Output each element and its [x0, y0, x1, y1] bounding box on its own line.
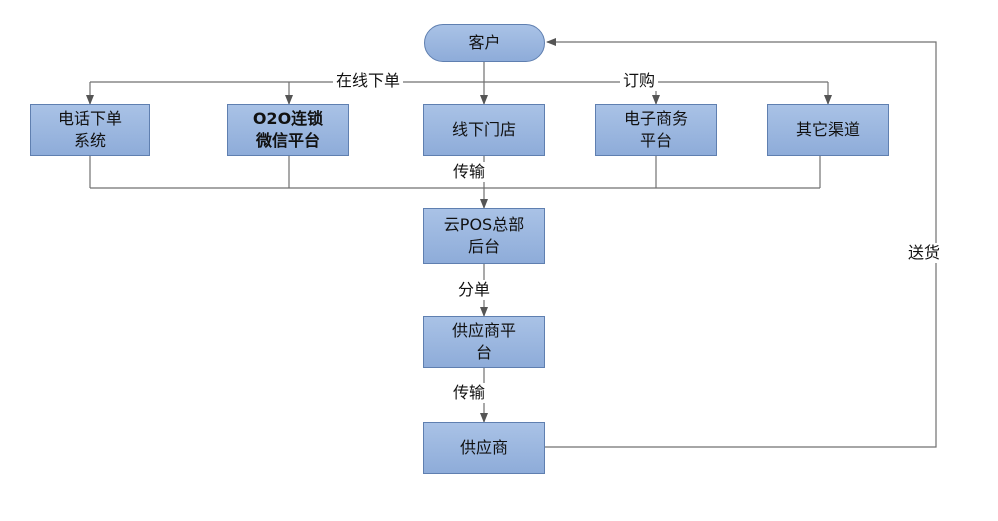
edge-label-subscribe: 订购 — [620, 71, 659, 91]
edge-label-deliver: 送货 — [905, 243, 944, 263]
edge-label-split-order: 分单 — [455, 280, 494, 300]
other-channel-node: 其它渠道 — [767, 104, 889, 156]
cloud-pos-label: 云POS总部 后台 — [443, 215, 525, 256]
edge-label-transmit-2: 传输 — [450, 383, 489, 403]
delivery-line — [545, 38, 937, 448]
supplier-node: 供应商 — [423, 422, 545, 474]
o2o-label: O2O连锁 微信平台 — [252, 109, 324, 150]
ecommerce-label: 电子商务 平台 — [623, 109, 688, 150]
supplier-platform-node: 供应商平 台 — [423, 316, 545, 368]
other-channel-label: 其它渠道 — [795, 120, 860, 139]
cloud-pos-node: 云POS总部 后台 — [423, 208, 545, 264]
edge-label-online-order: 在线下单 — [333, 71, 404, 91]
offline-store-node: 线下门店 — [423, 104, 545, 156]
phone-order-label: 电话下单 系统 — [57, 109, 122, 150]
offline-store-label: 线下门店 — [451, 120, 516, 139]
supplier-label: 供应商 — [459, 438, 508, 457]
o2o-node: O2O连锁 微信平台 — [227, 104, 349, 156]
phone-order-node: 电话下单 系统 — [30, 104, 150, 156]
ecommerce-node: 电子商务 平台 — [595, 104, 717, 156]
customer-label: 客户 — [468, 33, 501, 52]
edge-label-transmit-1: 传输 — [450, 162, 489, 182]
supplier-platform-label: 供应商平 台 — [451, 321, 516, 362]
customer-node: 客户 — [424, 24, 545, 62]
